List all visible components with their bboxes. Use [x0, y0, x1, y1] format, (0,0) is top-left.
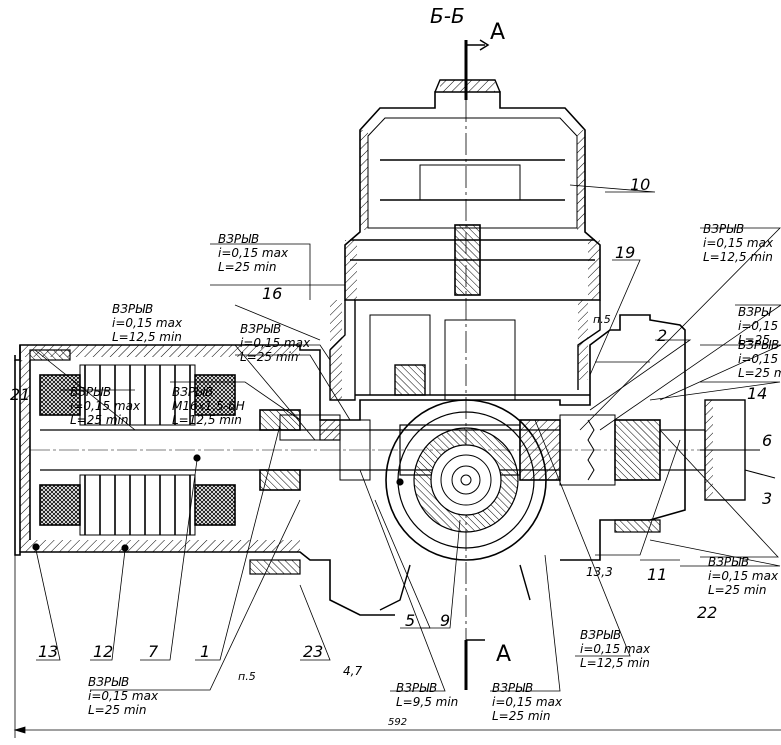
- pos-14: 14: [747, 384, 768, 403]
- pos-23: 23: [303, 642, 324, 661]
- dim-13-3: 13,3: [586, 565, 613, 579]
- pos-7: 7: [148, 642, 159, 661]
- fasteners: [29, 349, 661, 575]
- pos-16: 16: [262, 284, 283, 303]
- dim-p5-bottom: п.5: [238, 670, 256, 683]
- middle-body: [329, 300, 601, 401]
- section-mark-top: A: [490, 20, 506, 45]
- main-body: [14, 314, 776, 616]
- pos-12: 12: [93, 642, 114, 661]
- overall-dimension: [13, 555, 781, 738]
- dim-4-7: 4,7: [343, 664, 363, 678]
- pos-1: 1: [200, 642, 211, 661]
- pos-6: 6: [762, 431, 773, 450]
- pos-19: 19: [615, 243, 636, 262]
- top-housing: [344, 79, 601, 301]
- section-mark-bottom: A: [496, 642, 512, 667]
- section-title: Б-Б: [430, 4, 465, 28]
- dim-overall: 592: [388, 717, 408, 728]
- pos-13: 13: [38, 642, 59, 661]
- pos-22: 22: [697, 603, 718, 622]
- dim-p5-top: п.5: [593, 313, 611, 326]
- pos-2: 2: [657, 326, 668, 345]
- pos-5: 5: [405, 611, 416, 630]
- section-line: [464, 39, 490, 690]
- pos-11: 11: [647, 565, 668, 584]
- pos-10: 10: [630, 175, 651, 194]
- pos-21: 21: [10, 385, 31, 404]
- pos-3: 3: [762, 489, 773, 508]
- leader-lines: [34, 184, 781, 692]
- pos-9: 9: [440, 611, 451, 630]
